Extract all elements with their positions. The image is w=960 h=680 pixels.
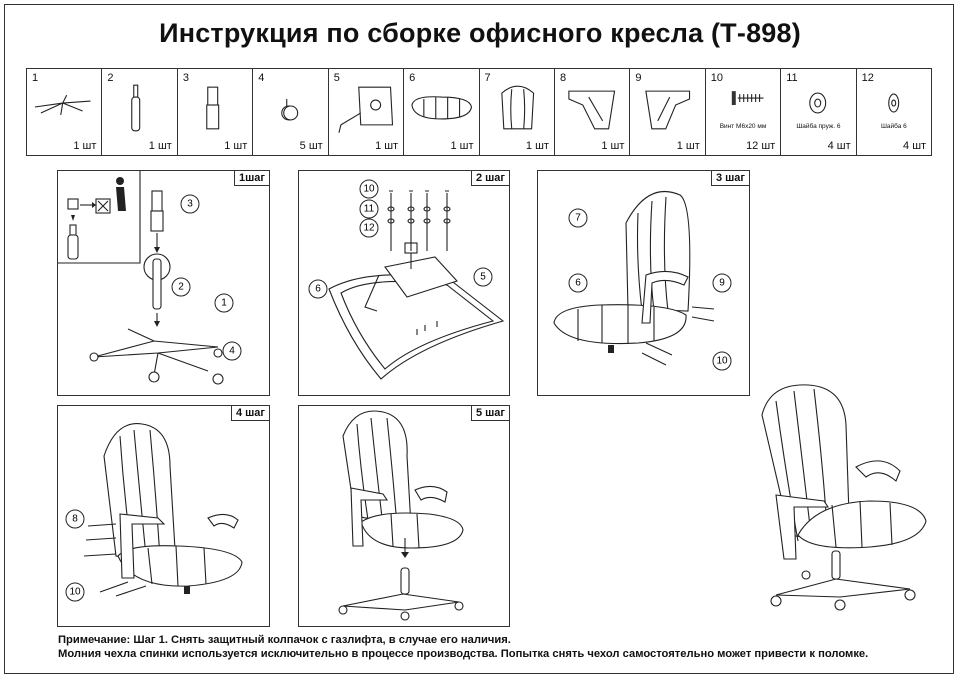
screws-icon: [731, 91, 764, 106]
step-label: 4 шаг: [230, 406, 269, 421]
part-cell: 1 1 шт: [27, 69, 103, 155]
note-line-2: Молния чехла спинки используется исключи…: [58, 648, 869, 660]
backrest-icon: [500, 85, 534, 130]
seat-icon: [411, 96, 473, 120]
part-cell: 7 1 шт: [480, 69, 555, 155]
page-frame: [4, 4, 954, 674]
step-2-panel: 2 шаг: [298, 170, 510, 396]
step-3-illustration: [553, 190, 715, 366]
mechanism-icon: [338, 86, 393, 133]
part-number: 9: [635, 72, 642, 84]
note-line-1: Шаг 1. Снять защитный колпачок с газлифт…: [130, 634, 511, 646]
part-number: 12: [861, 72, 874, 84]
part-cell: 2 1 шт: [102, 69, 178, 155]
armrest-right-icon: [645, 90, 691, 130]
part-caption: Винт М6х20 мм: [719, 123, 767, 130]
part-cell: 3 1 шт: [178, 69, 254, 155]
parts-table: 1 1 шт 2 1 шт 3 1 шт 4 5 шт 5 1 шт 6 1 ш…: [26, 68, 932, 156]
part-qty: 1 шт: [375, 140, 399, 152]
step-5-panel: 5 шаг: [298, 405, 510, 627]
lift-cover-icon: [206, 86, 220, 130]
part-number: 6: [409, 72, 416, 84]
step-label: 5 шаг: [470, 406, 509, 421]
part-cell: 12 Шайба 6 4 шт: [857, 69, 931, 155]
part-number: 4: [258, 72, 265, 84]
part-qty: 1 шт: [224, 140, 248, 152]
armrest-left-icon: [568, 90, 616, 130]
step-label: 1шаг: [234, 171, 269, 186]
page-title: Инструкция по сборке офисного кресла (Т-…: [159, 18, 801, 48]
caster-icon: [281, 99, 299, 121]
part-qty: 1 шт: [676, 140, 700, 152]
step-2-illustration: [328, 190, 505, 380]
note-prefix: Примечание:: [58, 634, 131, 646]
assembly-note: Примечание: Шаг 1. Снять защитный колпач…: [58, 633, 868, 661]
step-4-illustration: [83, 423, 243, 597]
part-qty: 1 шт: [525, 140, 549, 152]
part-number: 1: [32, 72, 39, 84]
part-qty: 1 шт: [73, 140, 97, 152]
gas-lift-icon: [131, 84, 141, 132]
part-cell: 4 5 шт: [253, 69, 329, 155]
part-cell: 9 1 шт: [630, 69, 706, 155]
part-qty: 5 шт: [299, 140, 323, 152]
part-cell: 6 1 шт: [404, 69, 480, 155]
part-number: 10: [710, 72, 724, 84]
part-qty: 4 шт: [903, 140, 927, 152]
part-caption: Шайба 6: [880, 123, 907, 130]
part-qty: 4 шт: [827, 140, 851, 152]
part-number: 5: [333, 72, 340, 84]
part-caption: Шайба пруж. 6: [796, 123, 841, 130]
step-5-illustration: [338, 410, 464, 621]
step-label: 2 шаг: [470, 171, 509, 186]
part-number: 3: [182, 72, 189, 84]
step-1-illustration: [58, 171, 224, 385]
part-qty: 12 шт: [746, 140, 776, 152]
part-number: 11: [786, 72, 798, 84]
step-label: 3 шаг: [710, 171, 749, 186]
step-4-panel: 4 шаг: [57, 405, 270, 627]
part-cell: 8 1 шт: [555, 69, 631, 155]
part-cell: 11 Шайба пруж. 6 4 шт: [781, 69, 857, 155]
part-qty: 1 шт: [601, 140, 625, 152]
part-number: 7: [484, 72, 491, 84]
spring-washer-icon: [809, 92, 827, 114]
part-qty: 1 шт: [148, 140, 172, 152]
star-base-icon: [34, 94, 91, 116]
part-number: 8: [559, 72, 567, 84]
part-qty: 1 шт: [450, 140, 474, 152]
part-cell: 10 Винт М6х20 мм 12 шт: [706, 69, 782, 155]
step-1-panel: 1шаг: [57, 170, 270, 396]
step-3-panel: 3 шаг: [537, 170, 750, 396]
part-number: 2: [107, 72, 114, 84]
washer-icon: [887, 93, 899, 113]
trash-icon: [95, 177, 126, 214]
part-cell: 5 1 шт: [329, 69, 405, 155]
assembled-chair-illustration: [761, 384, 927, 611]
